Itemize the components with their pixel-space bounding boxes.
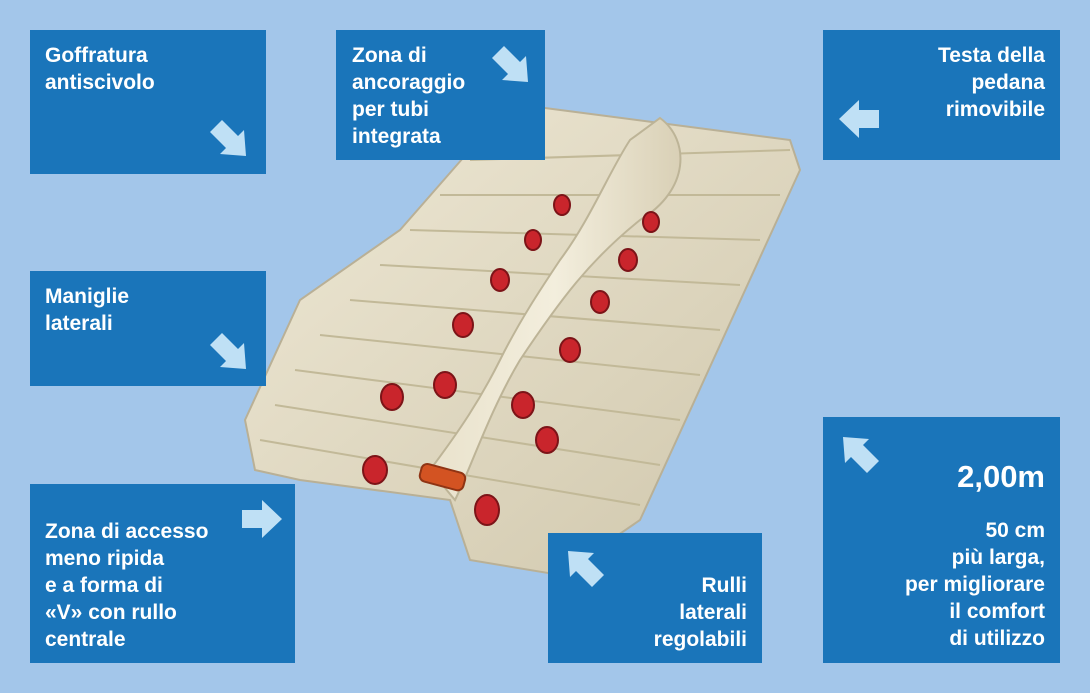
callout-rulli: Rulli laterali regolabili — [548, 533, 762, 663]
size-description: 50 cm più larga, per migliorare il comfo… — [904, 519, 1045, 650]
arrow-down-right-icon — [488, 42, 534, 88]
arrow-right-icon — [238, 496, 284, 542]
callout-goffratura: Goffratura antiscivolo — [30, 30, 266, 174]
callout-maniglie: Maniglie laterali — [30, 271, 266, 386]
arrow-up-left-icon — [562, 545, 608, 591]
callout-accesso-text: Zona di accesso meno ripida e a forma di… — [45, 520, 209, 651]
callout-maniglie-text: Maniglie laterali — [45, 285, 130, 335]
dock-trough — [428, 116, 682, 502]
callout-ancoraggio: Zona di ancoraggio per tubi integrata — [336, 30, 545, 160]
callout-testa-text: Testa della pedana rimovibile — [938, 44, 1045, 121]
central-roller — [418, 462, 467, 492]
size-value: 2,00m — [957, 459, 1045, 494]
callout-accesso: Zona di accesso meno ripida e a forma di… — [30, 484, 295, 663]
arrow-down-right-icon — [206, 329, 252, 375]
callout-ancoraggio-text: Zona di ancoraggio per tubi integrata — [352, 44, 466, 148]
callout-rulli-text: Rulli laterali regolabili — [653, 574, 747, 651]
arrow-down-right-icon — [206, 116, 252, 162]
arrow-up-left-icon — [837, 431, 883, 477]
callout-size: 2,00m 50 cm più larga, per migliorare il… — [823, 417, 1060, 663]
arrow-left-icon — [837, 96, 883, 142]
callout-testa: Testa della pedana rimovibile — [823, 30, 1060, 160]
side-rollers — [362, 194, 660, 526]
callout-goffratura-text: Goffratura antiscivolo — [45, 44, 155, 94]
